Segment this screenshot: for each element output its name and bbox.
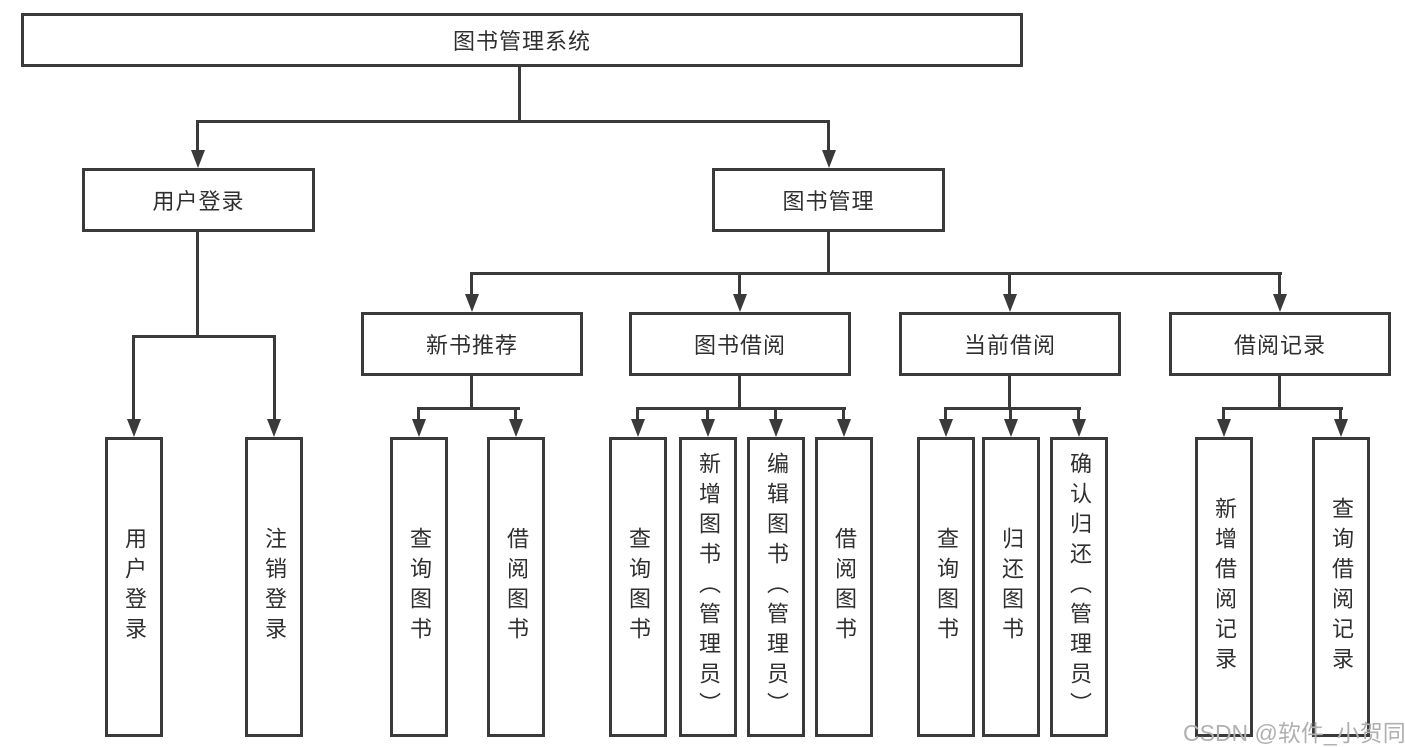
connector-line [636, 407, 846, 410]
connector-line [738, 374, 741, 407]
connector-line [944, 407, 947, 419]
node-user-login-label: 用户登录 [152, 189, 245, 214]
arrow-down-icon [701, 419, 715, 437]
connector-line [944, 407, 1081, 410]
leaf-add-books-admin: 新增图书（管理员） [679, 437, 737, 737]
connector-line [196, 231, 199, 335]
arrow-down-icon [1334, 419, 1348, 437]
node-borrow-records-label: 借阅记录 [1233, 333, 1326, 358]
node-book-management: 图书管理 [712, 168, 945, 232]
node-new-book-recommend-label: 新书推荐 [425, 333, 518, 358]
arrow-down-icon [631, 419, 645, 437]
connector-line [470, 374, 473, 407]
leaf-confirm-return-admin-label: 确认归还（管理员） [1067, 452, 1092, 722]
connector-line [1009, 407, 1012, 419]
arrow-down-icon [191, 150, 205, 168]
connector-line [774, 407, 777, 419]
connector-line [518, 67, 521, 120]
connector-line [470, 272, 473, 295]
connector-line [1278, 272, 1281, 295]
connector-line [196, 120, 830, 123]
arrow-down-icon [822, 150, 836, 168]
arrow-down-icon [1072, 419, 1086, 437]
arrow-down-icon [412, 419, 426, 437]
arrow-down-icon [509, 419, 523, 437]
connector-line [1278, 374, 1281, 407]
connector-line [1008, 374, 1011, 407]
leaf-query-books-recommend-label: 查询图书 [407, 527, 432, 647]
connector-line [706, 407, 709, 419]
node-book-management-label: 图书管理 [782, 189, 875, 214]
node-book-borrow: 图书借阅 [629, 312, 851, 376]
leaf-query-books-borrow-label: 查询图书 [626, 527, 651, 647]
connector-line [1222, 407, 1343, 410]
leaf-query-books-current-label: 查询图书 [934, 527, 959, 647]
leaf-edit-books-admin: 编辑图书（管理员） [747, 437, 805, 737]
leaf-borrow-books: 借阅图书 [815, 437, 873, 737]
leaf-query-books-borrow: 查询图书 [609, 437, 667, 737]
arrow-down-icon [465, 294, 479, 312]
arrow-down-icon [769, 419, 783, 437]
connector-line [1222, 407, 1225, 419]
connector-line [417, 407, 420, 419]
node-book-borrow-label: 图书借阅 [693, 333, 786, 358]
connector-line [273, 335, 276, 419]
connector-line [196, 120, 199, 152]
arrow-down-icon [1003, 294, 1017, 312]
arrow-down-icon [267, 419, 281, 437]
leaf-borrow-books-label: 借阅图书 [832, 527, 857, 647]
connector-line [636, 407, 639, 419]
connector-line [827, 231, 830, 272]
leaf-query-books-recommend: 查询图书 [390, 437, 448, 737]
connector-line [417, 407, 520, 410]
node-root: 图书管理系统 [21, 13, 1023, 67]
arrow-down-icon [1273, 294, 1287, 312]
arrow-down-icon [733, 294, 747, 312]
leaf-edit-books-admin-label: 编辑图书（管理员） [764, 452, 789, 722]
node-current-borrow-label: 当前借阅 [963, 333, 1056, 358]
leaf-logout-label: 注销登录 [262, 527, 287, 647]
node-current-borrow: 当前借阅 [899, 312, 1121, 376]
csdn-watermark: CSDN @软件_小贺同学 [1183, 720, 1405, 746]
connector-line [1008, 272, 1011, 295]
connector-line [470, 272, 1282, 275]
leaf-return-books-label: 归还图书 [999, 527, 1024, 647]
leaf-query-borrow-record-label: 查询借阅记录 [1329, 497, 1354, 677]
leaf-user-login: 用户登录 [105, 437, 163, 737]
arrow-down-icon [837, 419, 851, 437]
leaf-add-borrow-record: 新增借阅记录 [1195, 437, 1253, 737]
node-root-label: 图书管理系统 [452, 29, 591, 54]
leaf-add-borrow-record-label: 新增借阅记录 [1212, 497, 1237, 677]
node-borrow-records: 借阅记录 [1169, 312, 1391, 376]
leaf-user-login-label: 用户登录 [122, 527, 147, 647]
node-user-login: 用户登录 [82, 168, 315, 232]
connector-line [132, 335, 276, 338]
leaf-add-books-admin-label: 新增图书（管理员） [696, 452, 721, 722]
leaf-borrow-books-recommend-label: 借阅图书 [504, 527, 529, 647]
leaf-confirm-return-admin: 确认归还（管理员） [1050, 437, 1108, 737]
arrow-down-icon [127, 419, 141, 437]
leaf-logout: 注销登录 [245, 437, 303, 737]
leaf-query-borrow-record: 查询借阅记录 [1312, 437, 1370, 737]
connector-line [827, 120, 830, 152]
arrow-down-icon [1217, 419, 1231, 437]
connector-line [738, 272, 741, 295]
node-new-book-recommend: 新书推荐 [361, 312, 583, 376]
connector-line [132, 335, 135, 419]
leaf-query-books-current: 查询图书 [917, 437, 975, 737]
arrow-down-icon [939, 419, 953, 437]
connector-line [1077, 407, 1080, 419]
leaf-borrow-books-recommend: 借阅图书 [487, 437, 545, 737]
leaf-return-books: 归还图书 [982, 437, 1040, 737]
connector-line [842, 407, 845, 419]
arrow-down-icon [1004, 419, 1018, 437]
connector-line [1339, 407, 1342, 419]
connector-line [514, 407, 517, 419]
